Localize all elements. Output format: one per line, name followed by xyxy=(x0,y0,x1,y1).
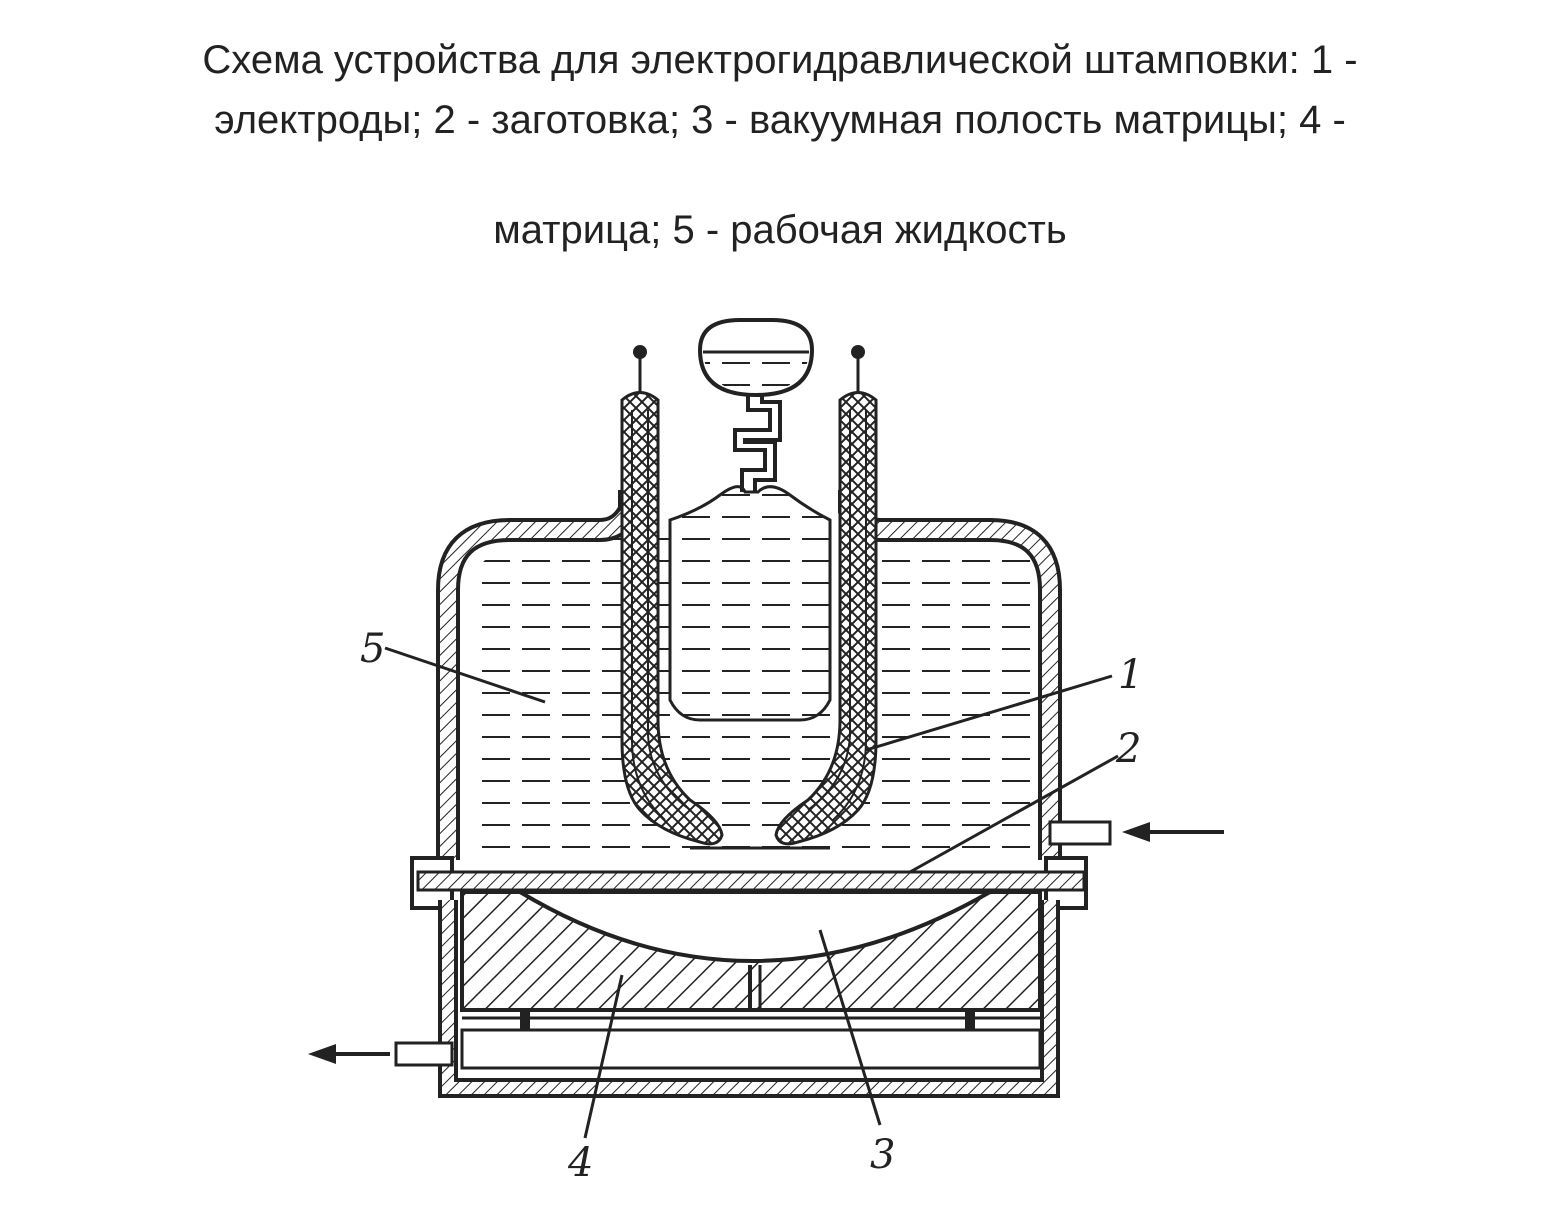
callout-2: 2 xyxy=(1115,726,1141,772)
inlet-arrow xyxy=(1122,822,1224,842)
left-electrode xyxy=(620,345,724,846)
caption-line-1: Схема устройства для электрогидравлическ… xyxy=(202,38,1358,82)
leader-1 xyxy=(865,674,1113,752)
filler-bowl xyxy=(697,318,815,492)
callout-4: 4 xyxy=(567,1140,593,1186)
leader-2 xyxy=(909,754,1119,874)
callout-1: 1 xyxy=(1118,652,1143,698)
outlet-pipe xyxy=(394,1041,454,1067)
leader-4 xyxy=(583,974,624,1139)
caption-line-2: электроды; 2 - заготовка; 3 - вакуумная … xyxy=(214,98,1346,142)
outlet-arrow xyxy=(308,1044,390,1064)
callout-5: 5 xyxy=(360,626,385,672)
callout-3: 3 xyxy=(870,1132,895,1178)
leader-3 xyxy=(818,929,882,1126)
caption-line-3: матрица; 5 - рабочая жидкость xyxy=(493,208,1067,252)
bottom-channel xyxy=(460,1028,1042,1070)
inlet-pipe xyxy=(1048,820,1112,846)
central-neck xyxy=(668,485,832,722)
workpiece-plate xyxy=(416,870,1086,892)
leader-5 xyxy=(384,646,546,704)
vacuum-cavity xyxy=(512,890,998,963)
right-electrode xyxy=(774,345,878,846)
